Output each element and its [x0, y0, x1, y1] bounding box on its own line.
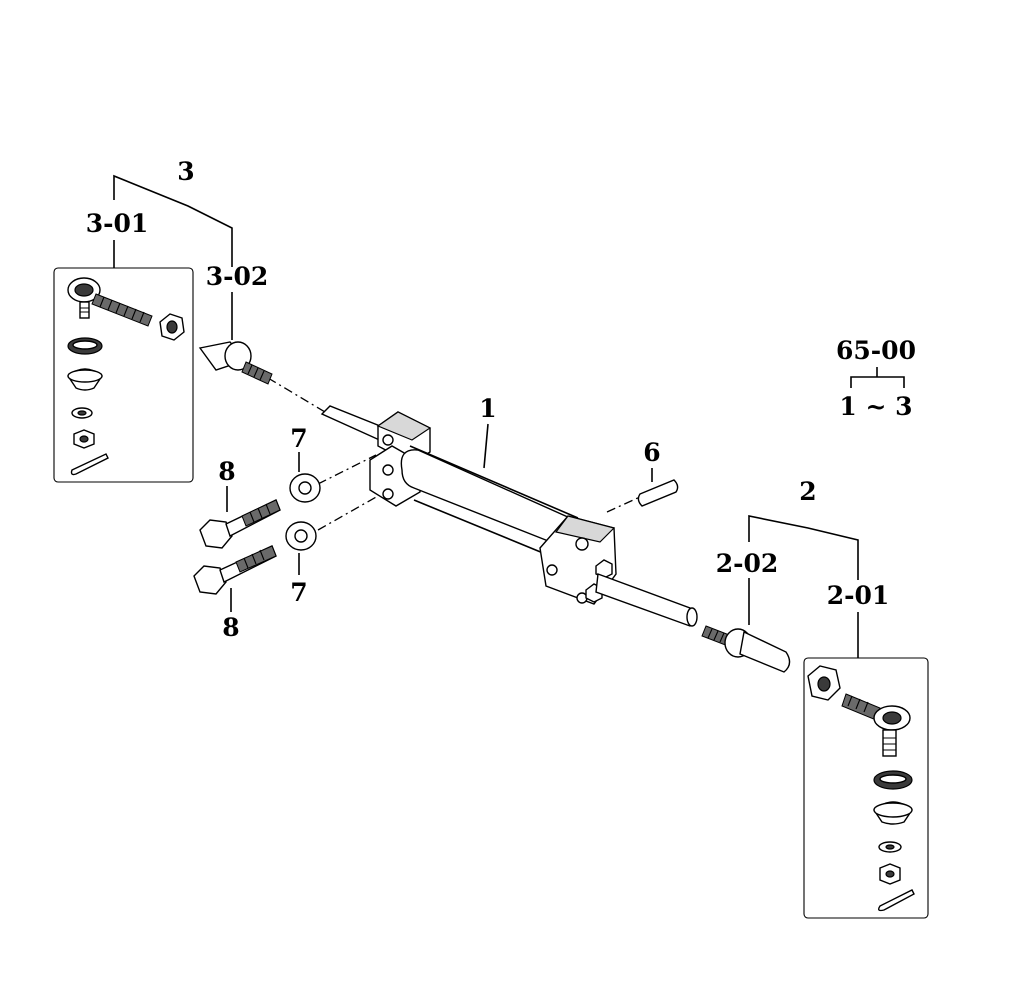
seal-ring-3-01	[67, 337, 103, 355]
label-group-ref: 65-00	[836, 336, 916, 365]
cotter-pin-3-01	[70, 453, 109, 476]
centerline-pin-6	[606, 495, 643, 513]
kit-box-3-01	[53, 267, 194, 483]
bolt-8-upper	[199, 499, 281, 549]
bracket-assembly-2	[748, 515, 859, 580]
label-part-2-02: 2-02	[716, 549, 779, 578]
leader-part-1	[483, 423, 489, 469]
label-assembly-3: 3	[177, 157, 194, 186]
kit-box-2-01	[803, 657, 929, 919]
label-part-7-lower: 7	[290, 578, 307, 607]
label-part-2-01: 2-01	[827, 581, 890, 610]
label-part-8-lower: 8	[222, 613, 239, 642]
tie-rod-end-2-01	[841, 693, 911, 757]
centerline-washer-lower	[317, 495, 379, 531]
nut-2-01	[807, 665, 841, 701]
rod-end-3-02	[198, 341, 273, 385]
seal-ring-2-01	[873, 770, 913, 790]
label-part-3-01: 3-01	[86, 209, 149, 238]
label-group-range: 1 ~ 3	[839, 392, 912, 421]
castle-nut-3-01	[73, 429, 95, 449]
cotter-pin-2-01	[877, 889, 915, 912]
pin-6	[637, 479, 679, 507]
label-part-3-02: 3-02	[206, 262, 269, 291]
washer-7-lower	[285, 521, 317, 551]
boot-2-01	[873, 801, 913, 825]
washer-2-01	[878, 841, 902, 853]
washer-3-01	[71, 407, 93, 419]
tie-rod-end-3-01	[67, 277, 153, 327]
centerline-3-02	[267, 377, 326, 413]
bracket-group-ref	[850, 376, 905, 388]
label-part-8-upper: 8	[218, 457, 235, 486]
label-part-1: 1	[479, 394, 496, 423]
label-assembly-2: 2	[799, 477, 816, 506]
boot-3-01	[67, 368, 103, 391]
rod-end-2-02	[701, 625, 791, 673]
bracket-assembly-3	[113, 174, 233, 267]
label-part-7-upper: 7	[290, 424, 307, 453]
bolt-8-lower	[193, 545, 277, 595]
nut-3-01	[159, 313, 185, 341]
centerline-washer-upper	[317, 454, 377, 485]
castle-nut-2-01	[879, 863, 901, 885]
washer-7-upper	[289, 473, 321, 503]
cylinder-assembly-1	[320, 405, 698, 627]
label-part-6: 6	[643, 438, 660, 467]
